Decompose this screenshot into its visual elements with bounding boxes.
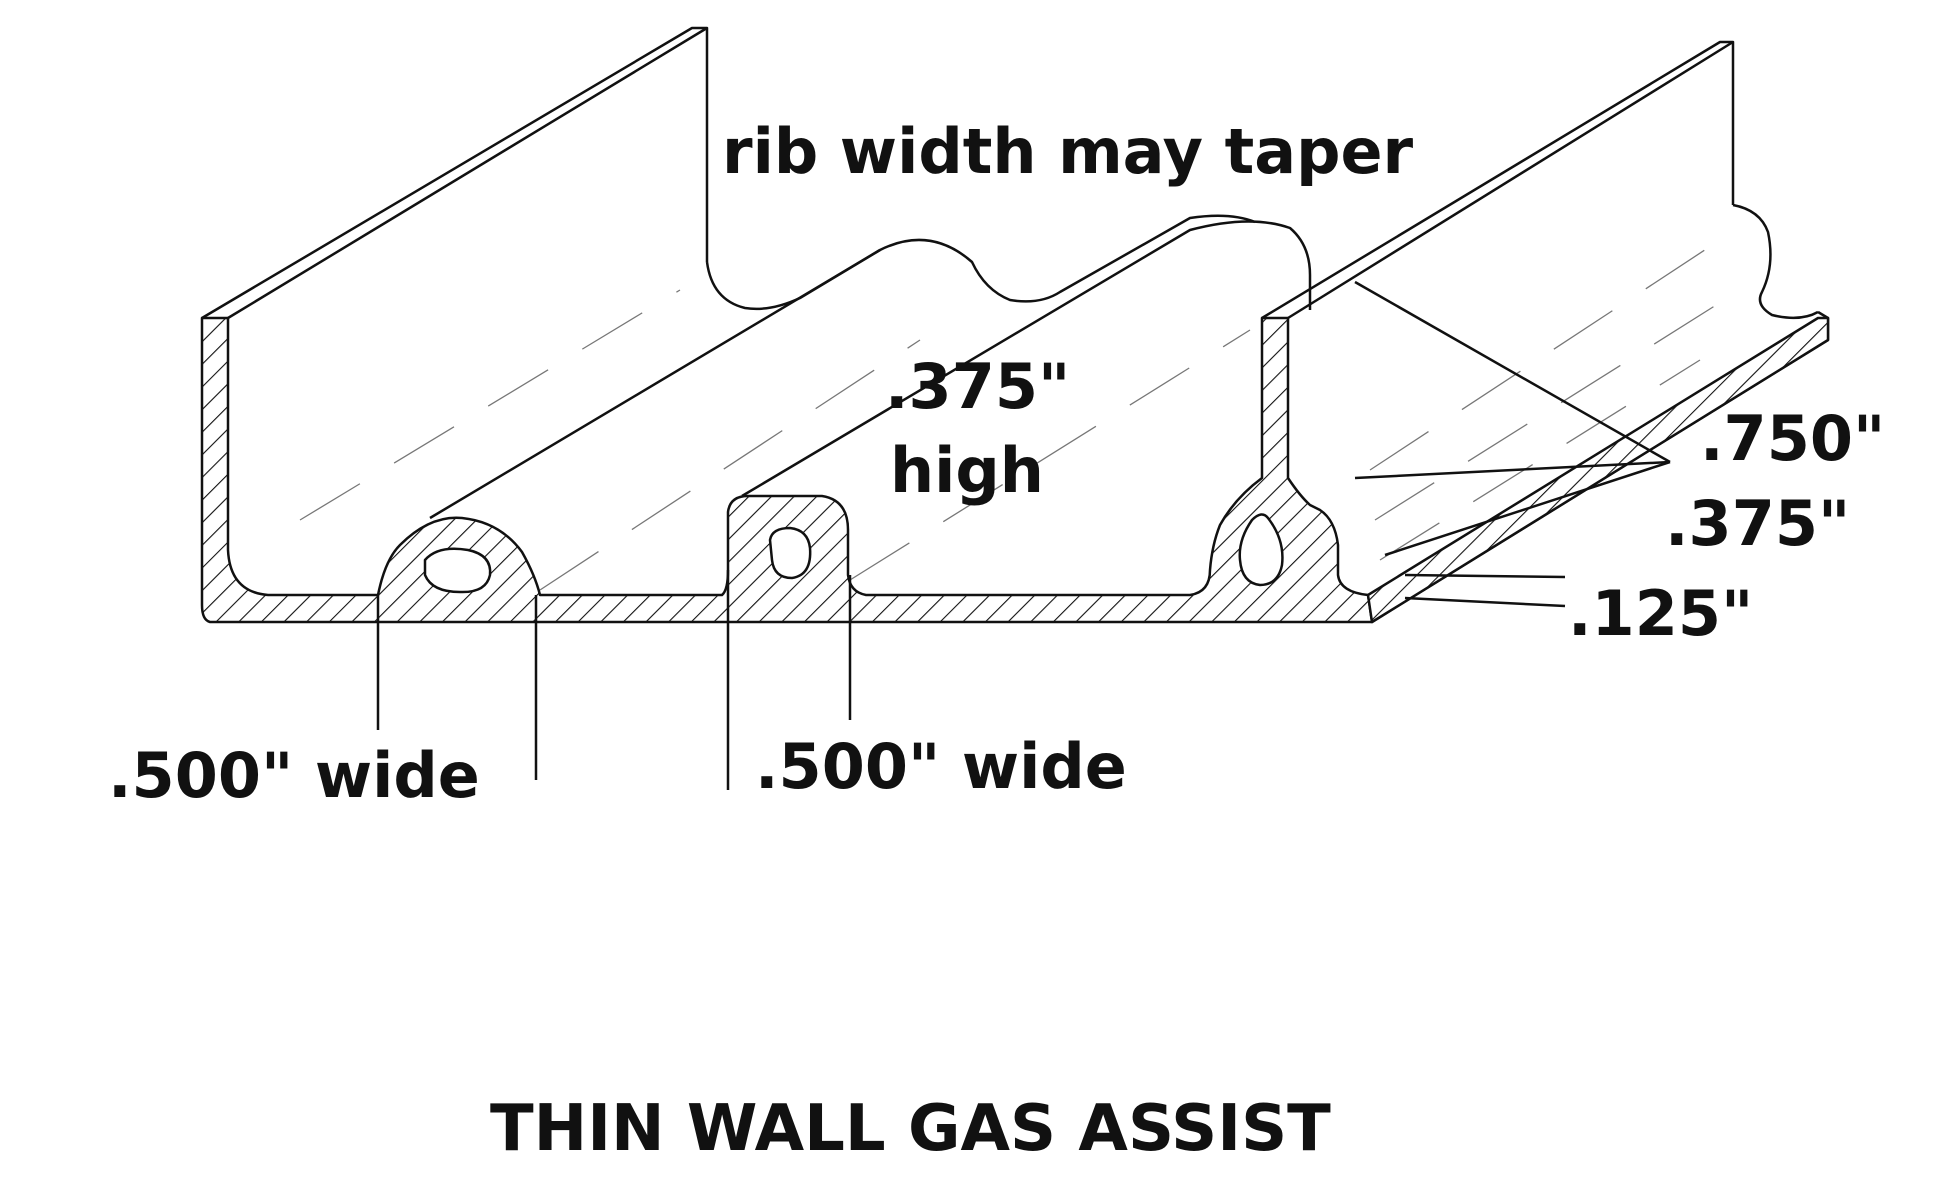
rib-height-value-label: .375" [885, 350, 1070, 423]
dimension-lines [376, 280, 1671, 790]
rib-width-left-label: .500" wide [108, 739, 480, 812]
surface-shading [299, 239, 1741, 591]
rib-height-word-label: high [890, 434, 1044, 507]
leader-wall-height-b [1354, 460, 1671, 480]
cross-section [200, 316, 1830, 624]
left-rib-top [429, 214, 1256, 520]
right-wall-top-edge [1287, 40, 1734, 320]
taper-label: rib width may taper [722, 115, 1414, 188]
gas-channel-left [423, 547, 492, 594]
leader-wall-height-a [1354, 280, 1671, 464]
right-wall-front [1261, 40, 1735, 320]
left-wall-top-edge [227, 26, 708, 320]
left-wall-back [201, 26, 709, 320]
base-strip [1366, 316, 1830, 624]
leader-wall-thick-a [1384, 460, 1671, 557]
wall-height-label: .750" [1700, 402, 1885, 475]
right-wall-back-profile [1732, 203, 1819, 320]
section-body [200, 316, 1374, 624]
left-wall-back-profile [705, 248, 881, 311]
center-rib-top [741, 220, 1312, 498]
gas-channel-center [768, 526, 812, 580]
leader-base-a [1404, 573, 1566, 579]
base-thickness-label: .125" [1568, 577, 1753, 650]
leader-base-b [1404, 596, 1566, 608]
wall-thickness-label: .375" [1665, 487, 1850, 560]
diagram-title: THIN WALL GAS ASSIST [490, 1092, 1331, 1166]
gas-channel-right [1238, 513, 1284, 587]
rib-width-center-label: .500" wide [755, 730, 1127, 803]
